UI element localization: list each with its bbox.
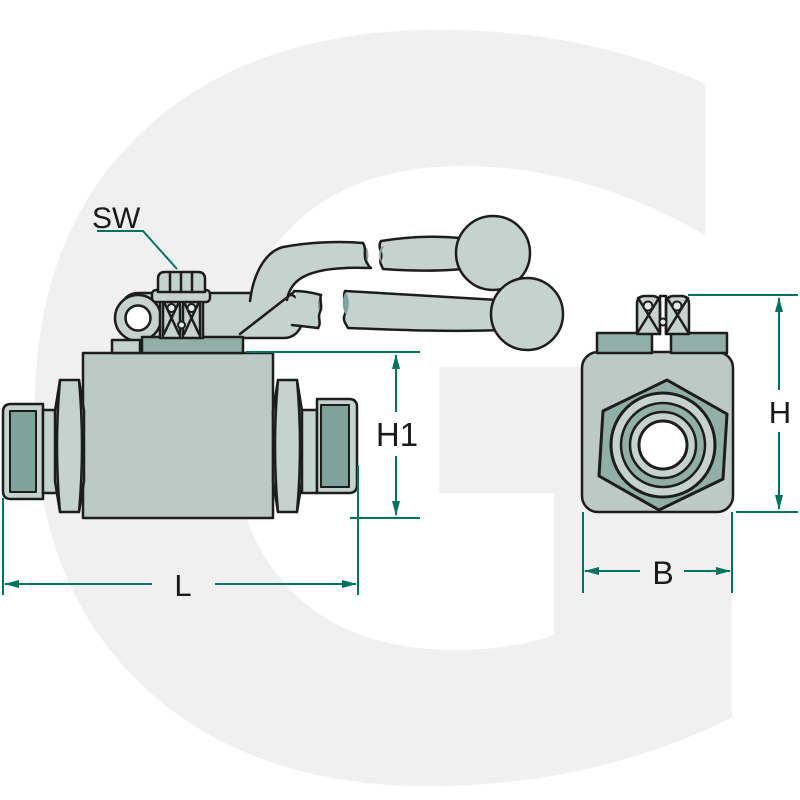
- spring-cross-left: [162, 300, 181, 336]
- lever-arm-upper: [250, 242, 371, 301]
- hex-nut-right-facets: [273, 378, 302, 514]
- detent-stem: [658, 294, 668, 336]
- mounting-plate-right-half: [669, 331, 729, 355]
- thread-end-left: [9, 410, 37, 493]
- h1-arrow-down: [392, 501, 400, 516]
- detent-pin: [166, 303, 177, 313]
- mounting-plate-left-half: [595, 331, 654, 355]
- mounting-plate: [140, 335, 245, 355]
- spring-detent-end-view: [635, 294, 691, 336]
- handle-ball-upper: [454, 214, 532, 292]
- lever-handle-lower-position: [342, 276, 565, 352]
- spring-cross-right: [665, 296, 690, 334]
- lever-stub-lower: [294, 291, 322, 328]
- detent-pin: [671, 300, 683, 312]
- dimension-label-h1: H1: [376, 416, 418, 453]
- hex-nut-left-facets: [55, 378, 84, 514]
- spring-cross-right: [182, 300, 201, 336]
- end-view: [580, 294, 735, 514]
- thread-end-right: [320, 404, 350, 488]
- detent-pin: [177, 320, 186, 330]
- valve-body-side: [81, 351, 275, 520]
- dimension-label-sw: SW: [92, 202, 141, 235]
- dimension-label-l: L: [174, 568, 191, 603]
- lever-handle-upper-position: [378, 214, 532, 292]
- collar-right: [300, 408, 319, 495]
- lever-stub-bottom-edge: [290, 323, 320, 330]
- left-port-fitting: [1, 378, 86, 514]
- lever-arm-upper-outline: [248, 240, 365, 303]
- lever-pivot-hole: [124, 304, 152, 332]
- dimension-l: L: [2, 465, 359, 603]
- dimension-label-b: B: [652, 555, 673, 591]
- lever-stub-break-edge: [316, 293, 323, 330]
- handle-ball-lower: [489, 276, 565, 352]
- stem-nut-facets: [168, 271, 194, 293]
- b-arrow-left: [584, 567, 599, 575]
- side-view: [1, 214, 565, 520]
- dimension-b: B: [582, 512, 733, 593]
- detent-pin: [642, 300, 654, 312]
- break-shading: [342, 293, 349, 315]
- right-port-fitting: [271, 378, 359, 514]
- h1-arrow-up: [392, 354, 400, 369]
- hub-arm-edge-line: [238, 290, 296, 336]
- break-shading: [379, 246, 384, 264]
- lever-stub-top-edge: [292, 289, 323, 297]
- l-arrow-left: [4, 580, 19, 588]
- sw-leader-line: [97, 230, 178, 270]
- h-arrow-up: [775, 297, 783, 312]
- detent-pin: [658, 317, 668, 327]
- dimension-label-h: H: [769, 395, 791, 430]
- port-bore: [637, 419, 689, 471]
- dimension-h1: H1: [246, 351, 420, 519]
- handle-shaft-upper: [378, 235, 478, 272]
- l-arrow-right: [342, 580, 357, 588]
- lever-arm-upper-underside: [285, 266, 373, 302]
- dimension-sw: SW: [92, 202, 178, 270]
- stop-block: [110, 338, 142, 355]
- b-arrow-right: [716, 567, 731, 575]
- detent-pin: [186, 303, 197, 313]
- dimension-h: H: [688, 294, 798, 513]
- spring-cross-left: [636, 296, 661, 334]
- h-arrow-down: [775, 495, 783, 510]
